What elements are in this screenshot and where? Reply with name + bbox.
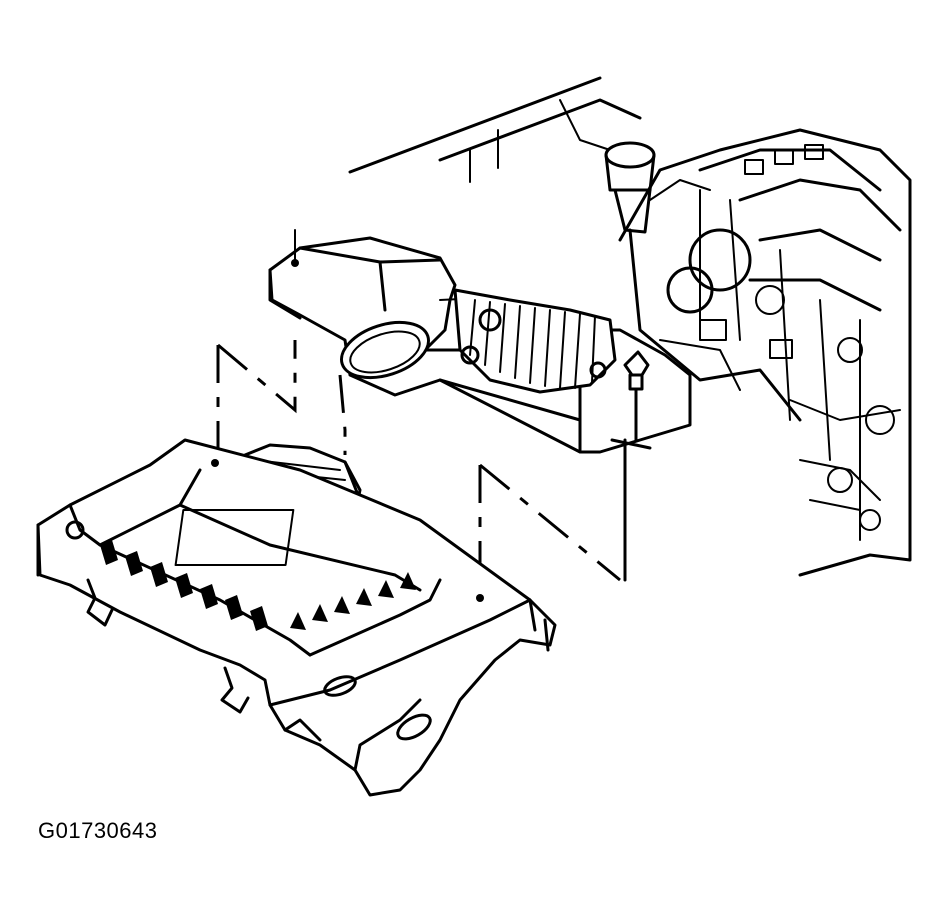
mounting-points — [211, 259, 484, 602]
air-cleaner-upper-housing — [268, 236, 692, 454]
engine-bay-outline — [348, 76, 642, 183]
oil-filler-cap — [604, 141, 656, 234]
intake-duct — [453, 288, 617, 394]
engine-intake-manifold — [618, 128, 912, 577]
mounting-grommet — [610, 350, 652, 582]
figure-id-label: G01730643 — [38, 818, 158, 843]
housing-clips — [65, 520, 416, 714]
